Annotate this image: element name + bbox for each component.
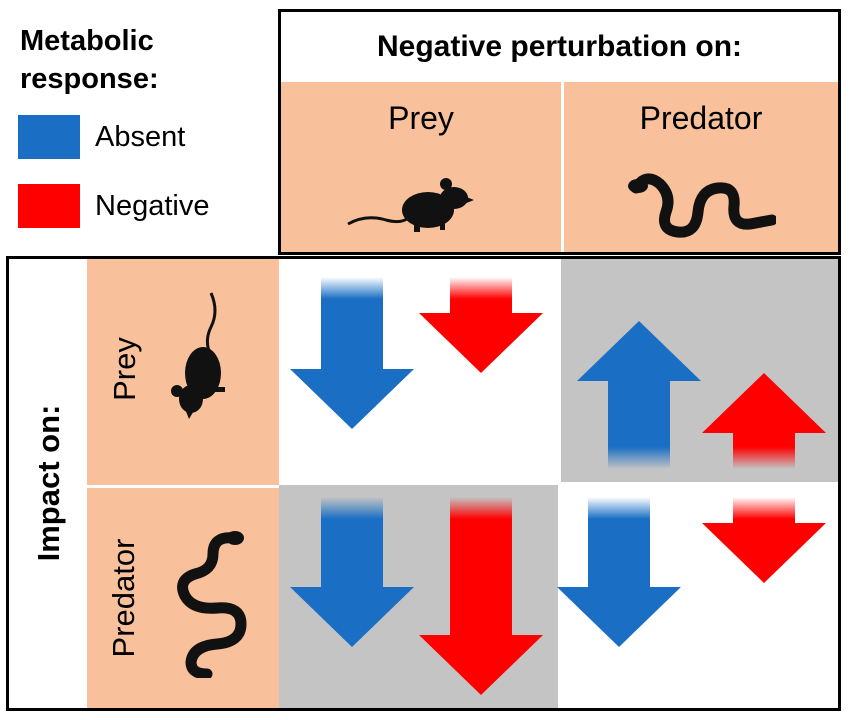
arrow-shaft-negative-down bbox=[450, 497, 512, 636]
perturbation-header: Negative perturbation on: Prey Predator bbox=[278, 9, 841, 255]
mouse-icon bbox=[347, 178, 474, 232]
legend-swatch-absent bbox=[18, 115, 80, 159]
column-header-prey-label: Prey bbox=[388, 100, 454, 136]
row-header-prey: Prey bbox=[87, 259, 279, 485]
arrow-head-negative-down bbox=[419, 313, 543, 373]
legend-label-absent: Absent bbox=[95, 121, 186, 153]
arrow-head-absent-up bbox=[577, 321, 701, 381]
perturbation-title: Negative perturbation on: bbox=[376, 30, 743, 63]
arrow-shaft-negative-up bbox=[733, 433, 795, 470]
legend-title: Metabolic response: bbox=[20, 22, 270, 98]
row-header-predator: Predator bbox=[87, 488, 279, 708]
legend-title-line1: Metabolic bbox=[20, 25, 154, 57]
legend-label-negative: Negative bbox=[95, 190, 210, 222]
column-header-predator-label: Predator bbox=[639, 100, 763, 136]
arrow-shaft-absent-down bbox=[321, 277, 383, 370]
snake-icon bbox=[628, 173, 776, 238]
mouse-icon bbox=[171, 292, 225, 419]
arrow-head-absent-down bbox=[290, 369, 414, 429]
arrow-head-negative-up bbox=[702, 373, 826, 433]
arrow-head-absent-down bbox=[557, 587, 681, 647]
arrow-head-negative-down bbox=[702, 523, 826, 583]
arrow-shaft-negative-down bbox=[450, 277, 512, 314]
legend-title-line2: response: bbox=[20, 63, 159, 95]
column-header-prey: Prey bbox=[281, 82, 561, 252]
column-header-predator: Predator bbox=[564, 82, 838, 252]
impact-panel: Impact on: Prey Predator bbox=[6, 256, 841, 711]
arrow-head-absent-down bbox=[290, 587, 414, 647]
arrow-head-negative-down bbox=[419, 635, 543, 695]
arrow-shaft-absent-up bbox=[608, 381, 670, 470]
arrow-shaft-absent-down bbox=[588, 497, 650, 588]
arrow-shaft-negative-down bbox=[733, 497, 795, 524]
snake-icon bbox=[177, 531, 247, 678]
arrow-shaft-absent-down bbox=[321, 497, 383, 588]
legend-swatch-negative bbox=[18, 184, 80, 228]
